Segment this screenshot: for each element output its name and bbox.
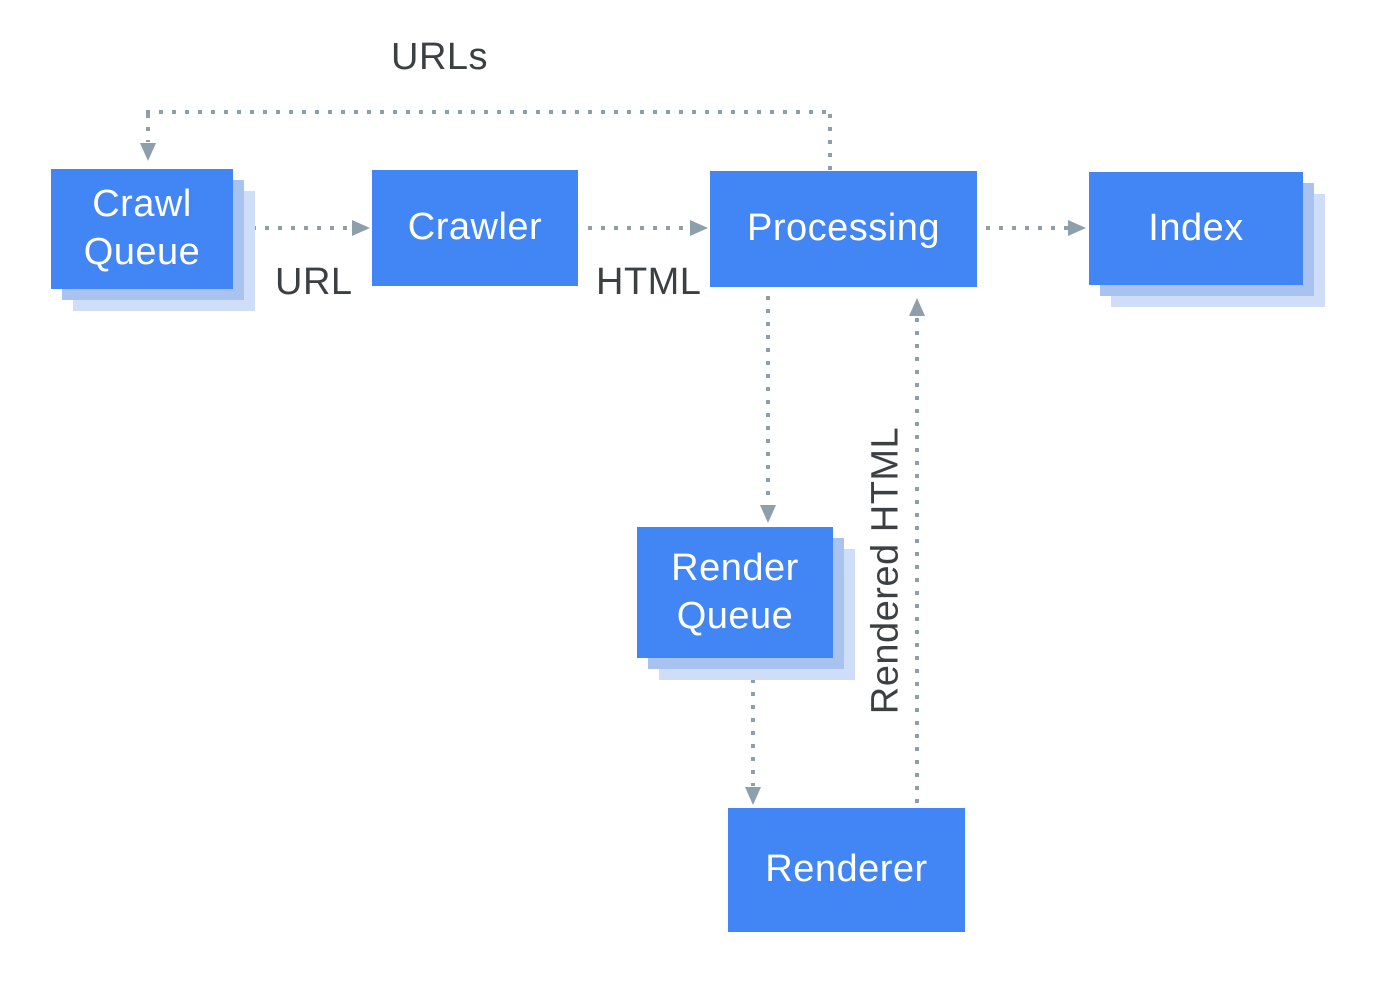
arrowhead-down-into-renderer-icon <box>745 787 761 805</box>
edge-label-rendered-html: Rendered HTML <box>864 426 907 715</box>
edge-processing-to-crawlqueue-horizontal <box>146 110 834 114</box>
node-index-label: Index <box>1148 206 1244 249</box>
arrowhead-right-into-crawler-icon <box>352 220 370 236</box>
node-crawl-queue-label: Crawl Queue <box>83 183 201 273</box>
node-processing: Processing <box>710 171 977 287</box>
node-crawler: Crawler <box>372 170 578 286</box>
arrowhead-up-into-processing-icon <box>909 298 925 316</box>
edge-processing-to-crawlqueue-left-drop <box>146 114 150 142</box>
node-processing-label: Processing <box>747 207 940 250</box>
edge-crawlqueue-to-crawler <box>252 226 352 230</box>
node-renderer-label: Renderer <box>765 848 928 891</box>
edge-processing-to-index <box>986 226 1068 230</box>
edge-label-url: URL <box>275 261 353 303</box>
node-crawl-queue: Crawl Queue <box>51 169 233 289</box>
node-index: Index <box>1089 172 1303 285</box>
node-render-queue-label: Render Queue <box>671 546 799 637</box>
edge-label-urls: URLs <box>391 36 489 78</box>
arrowhead-right-into-index-icon <box>1068 220 1086 236</box>
node-crawler-label: Crawler <box>407 206 543 249</box>
node-renderer: Renderer <box>728 808 965 932</box>
arrowhead-down-into-render-queue-icon <box>760 505 776 523</box>
edge-processing-to-crawlqueue-right-riser <box>828 114 832 172</box>
edge-crawler-to-processing <box>588 226 688 230</box>
node-render-queue: Render Queue <box>637 527 833 658</box>
edge-processing-to-renderqueue <box>766 296 770 504</box>
arrowhead-down-into-crawl-queue-icon <box>140 143 156 161</box>
edge-renderer-to-processing <box>915 318 919 806</box>
arrowhead-right-into-processing-icon <box>690 220 708 236</box>
edge-renderqueue-to-renderer <box>751 666 755 786</box>
edge-label-html: HTML <box>596 261 702 303</box>
